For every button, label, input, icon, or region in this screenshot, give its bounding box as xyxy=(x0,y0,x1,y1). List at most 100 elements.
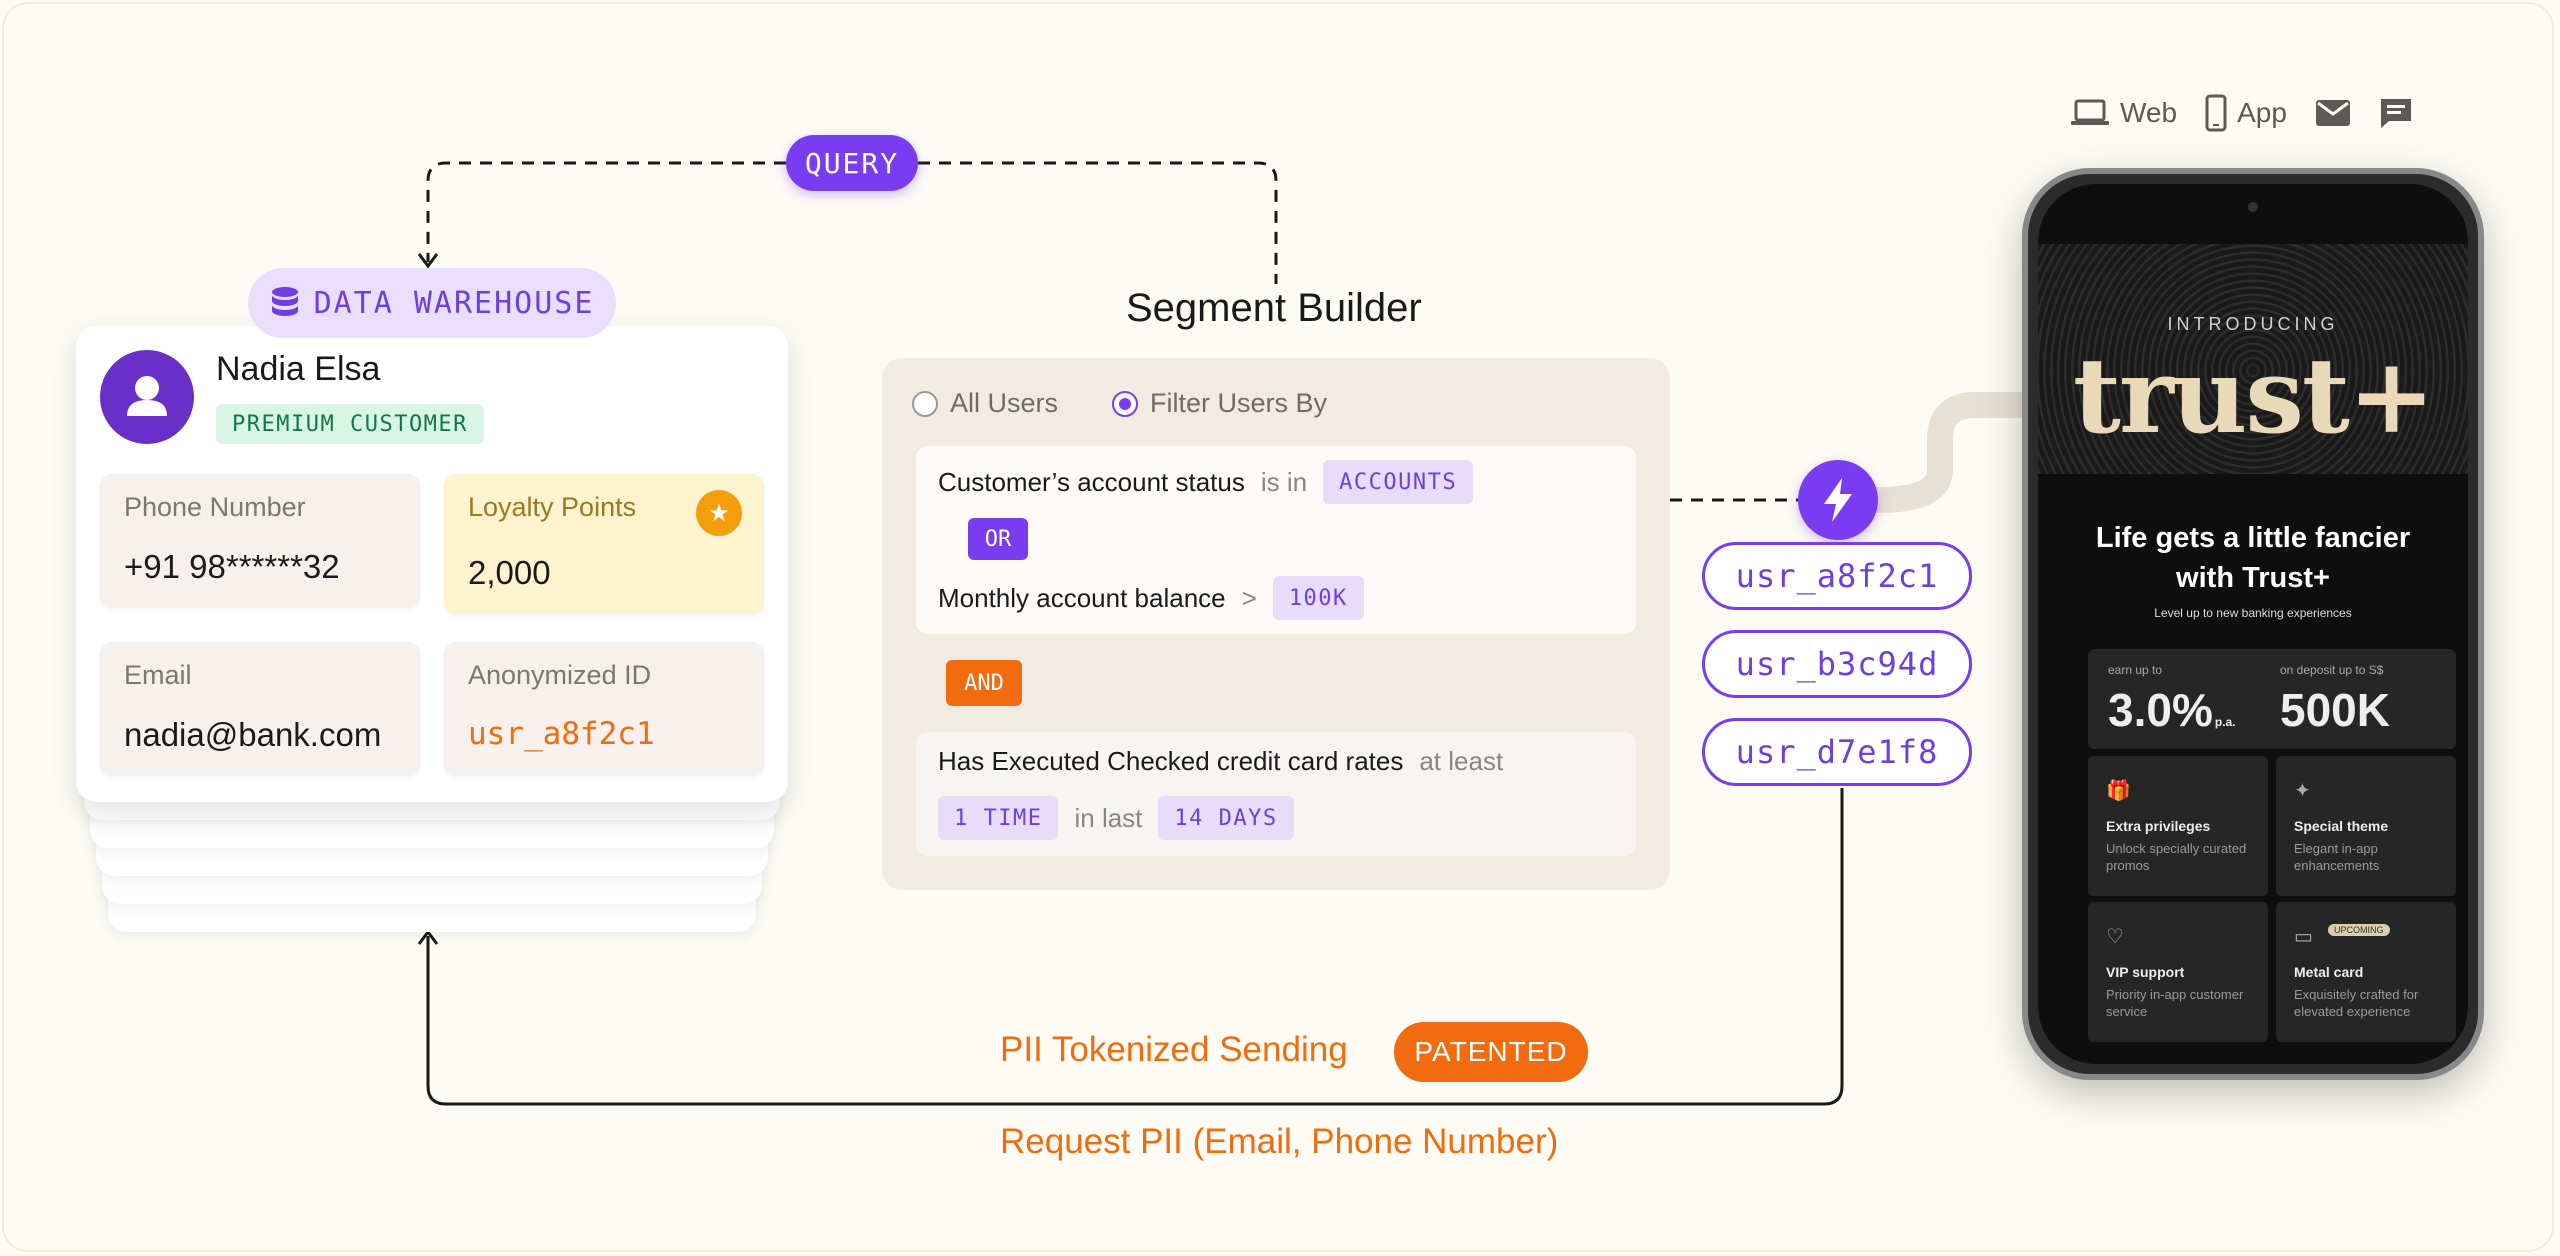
all-users-label: All Users xyxy=(950,388,1059,418)
phone-mockup: INTRODUCING trust+ Life gets a little fa… xyxy=(2022,168,2484,1080)
hero-pattern xyxy=(2038,244,2468,474)
avatar xyxy=(100,350,194,444)
radio-filter-users[interactable] xyxy=(1112,390,1139,417)
tile-desc: Priority in-app customer service xyxy=(2106,987,2244,1019)
tile-desc: Elegant in-app enhancements xyxy=(2294,841,2380,873)
rule-event: Has Executed Checked credit card rates a… xyxy=(916,732,1636,856)
email-label: Email xyxy=(124,660,192,690)
channel-app-label: App xyxy=(2237,97,2287,128)
rule-event-line1: Has Executed Checked credit card rates a… xyxy=(938,746,1503,777)
star-icon: ★ xyxy=(696,490,742,536)
data-warehouse-pill: DATA WAREHOUSE xyxy=(248,268,616,338)
rule-field: Monthly account balance xyxy=(938,582,1226,613)
segment-builder-panel: All Users Filter Users By Customer’s acc… xyxy=(882,358,1670,890)
user-id-token: usr_d7e1f8 xyxy=(1702,718,1972,786)
phone-number-value: +91 98******32 xyxy=(124,548,340,585)
heart-icon: ♡ xyxy=(2106,926,2124,948)
tile-desc: Exquisitely crafted for elevated experie… xyxy=(2294,987,2419,1019)
rule-group-or: Customer’s account status is in ACCOUNTS… xyxy=(916,446,1636,634)
laptop-icon xyxy=(2071,99,2109,125)
rule-operator: is in xyxy=(1260,466,1308,497)
anonymized-id-value: usr_a8f2c1 xyxy=(468,716,655,752)
upcoming-badge: UPCOMING xyxy=(2328,924,2390,936)
rule-value-chip[interactable]: 100K xyxy=(1272,576,1364,620)
filter-users-label: Filter Users By xyxy=(1150,388,1328,418)
benefit-tile: ✦ Special theme Elegant in-app enhanceme… xyxy=(2276,756,2456,896)
rule-operator: at least xyxy=(1419,746,1504,776)
user-id-token: usr_a8f2c1 xyxy=(1702,542,1972,610)
bolt-glyph xyxy=(1824,478,1852,522)
email-value: nadia@bank.com xyxy=(124,716,382,753)
phone-screen: INTRODUCING trust+ Life gets a little fa… xyxy=(2038,184,2468,1064)
tile-title: VIP support xyxy=(2106,964,2185,980)
segment-builder-title: Segment Builder xyxy=(1126,286,1422,330)
tile-desc: Unlock specially curated promos xyxy=(2106,841,2247,873)
benefit-tile: ▭ UPCOMING Metal card Exquisitely crafte… xyxy=(2276,902,2456,1042)
rule-count-chip[interactable]: 1 TIME xyxy=(938,796,1059,840)
anonymized-id-label: Anonymized ID xyxy=(468,660,652,690)
channel-web-label: Web xyxy=(2120,97,2178,128)
radio-all-users[interactable] xyxy=(912,390,938,417)
pii-tokenized-label: PII Tokenized Sending xyxy=(1000,1030,1348,1069)
benefit-tile: ♡ VIP support Priority in-app customer s… xyxy=(2088,902,2268,1042)
introducing-label: INTRODUCING xyxy=(2167,314,2339,334)
rate-unit: p.a. xyxy=(2214,715,2236,729)
audience-radio-group: All Users Filter Users By xyxy=(912,388,1327,419)
rate-label: earn up to xyxy=(2108,663,2163,677)
rule-value-chip[interactable]: ACCOUNTS xyxy=(1323,460,1474,504)
sparkle-icon: ✦ xyxy=(2294,780,2311,802)
message-icon xyxy=(2380,99,2411,128)
channel-web: Web xyxy=(2070,97,2177,129)
gift-icon: 🎁 xyxy=(2106,780,2131,802)
anonymized-id-field: Anonymized ID usr_a8f2c1 xyxy=(444,642,764,776)
customer-profile-card: Nadia Elsa PREMIUM CUSTOMER Phone Number… xyxy=(76,326,788,802)
rule-account-balance: Monthly account balance > 100K xyxy=(938,576,1364,620)
benefit-tile: 🎁 Extra privileges Unlock specially cura… xyxy=(2088,756,2268,896)
query-line-right xyxy=(918,161,1278,284)
patented-badge: PATENTED xyxy=(1394,1022,1588,1082)
channel-bar: Web App xyxy=(2070,94,2413,132)
and-operator-chip[interactable]: AND xyxy=(946,660,1022,706)
premium-customer-badge: PREMIUM CUSTOMER xyxy=(216,404,484,444)
headline-line-2: with Trust+ xyxy=(2176,562,2330,594)
rates-tile: earn up to 3.0%p.a. on deposit up to S$ … xyxy=(2088,649,2456,749)
data-warehouse-label: DATA WAREHOUSE xyxy=(313,285,595,321)
loyalty-points-label: Loyalty Points xyxy=(468,492,637,522)
or-operator-chip[interactable]: OR xyxy=(968,518,1028,560)
pii-arrowhead xyxy=(417,929,439,945)
rule-account-status: Customer’s account status is in ACCOUNTS xyxy=(938,460,1474,504)
rule-operator: > xyxy=(1241,582,1257,613)
query-arrowhead xyxy=(417,253,439,269)
card-icon: ▭ xyxy=(2294,926,2313,948)
tile-title: Metal card xyxy=(2294,964,2364,980)
loyalty-points-field: Loyalty Points 2,000 ★ xyxy=(444,474,764,614)
deposit-value: 500K xyxy=(2280,684,2390,736)
deposit-label: on deposit up to S$ xyxy=(2280,663,2384,677)
query-pill: QUERY xyxy=(786,135,918,191)
request-pii-label: Request PII (Email, Phone Number) xyxy=(1000,1122,1559,1161)
user-icon xyxy=(127,376,167,416)
phone-number-label: Phone Number xyxy=(124,492,306,522)
database-icon xyxy=(271,287,298,316)
tile-title: Extra privileges xyxy=(2106,818,2211,834)
customer-name: Nadia Elsa xyxy=(216,350,381,388)
ids-to-phone-connector xyxy=(1865,392,2043,513)
mobile-icon xyxy=(2205,94,2227,132)
phone-headline: Life gets a little fancier with Trust+ xyxy=(2038,518,2468,598)
rule-field: Has Executed Checked credit card rates xyxy=(938,746,1404,776)
lightning-icon xyxy=(1798,460,1878,540)
rate-value: 3.0%p.a. xyxy=(2108,683,2236,737)
rule-event-line2: 1 TIME in last 14 DAYS xyxy=(938,796,1294,840)
email-icon xyxy=(2315,100,2350,126)
channel-app: App xyxy=(2205,94,2287,132)
rule-window-label: in last xyxy=(1074,802,1143,833)
rate-number: 3.0% xyxy=(2108,684,2213,736)
query-line-left xyxy=(426,161,786,262)
rule-field: Customer’s account status xyxy=(938,466,1245,497)
rule-window-chip[interactable]: 14 DAYS xyxy=(1158,796,1294,840)
camera-dot xyxy=(2248,202,2258,212)
brand-logo-text: trust+ xyxy=(2072,334,2435,457)
phone-number-field: Phone Number +91 98******32 xyxy=(100,474,420,608)
tile-title: Special theme xyxy=(2294,818,2389,834)
